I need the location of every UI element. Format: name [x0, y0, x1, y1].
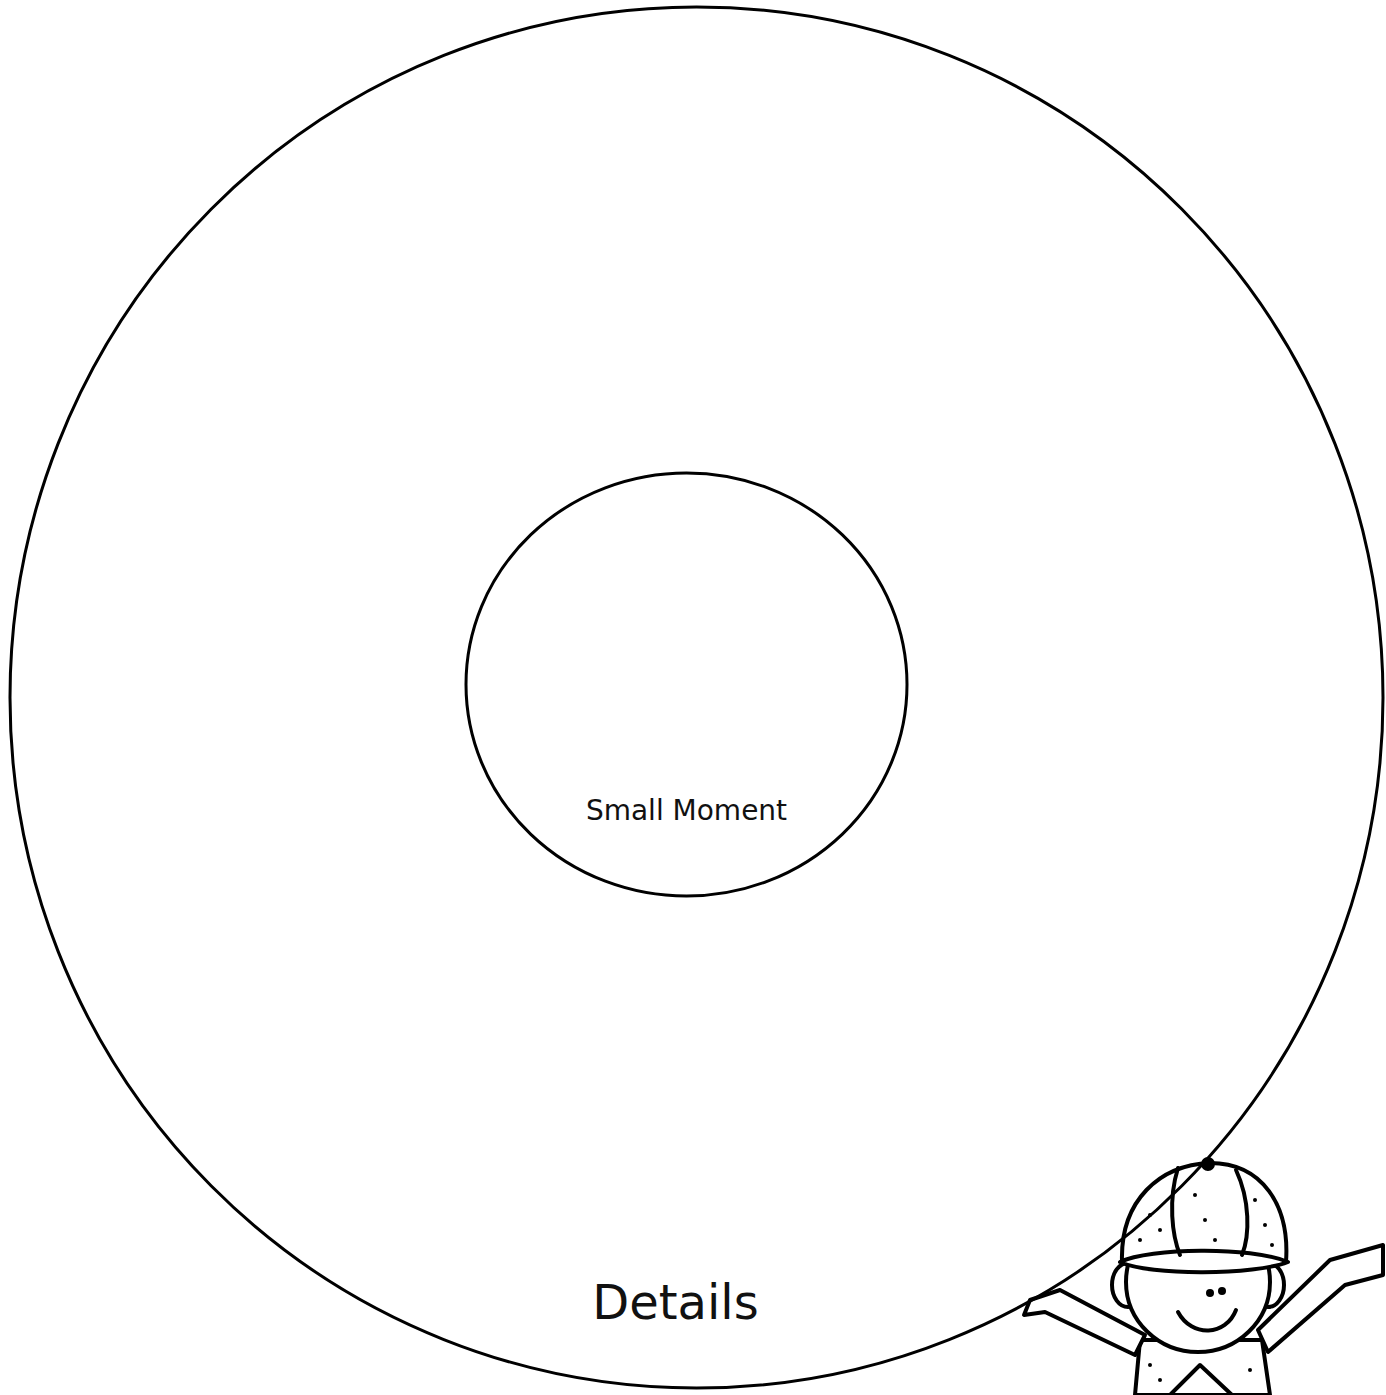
details-circle: Details Small Moment [8, 5, 1385, 1390]
small-moment-label: Small Moment [586, 794, 787, 828]
small-moment-circle: Small Moment [464, 471, 909, 898]
details-label: Details [592, 1274, 758, 1332]
circle-outline [8, 5, 1385, 1390]
circle-outline [464, 471, 909, 898]
